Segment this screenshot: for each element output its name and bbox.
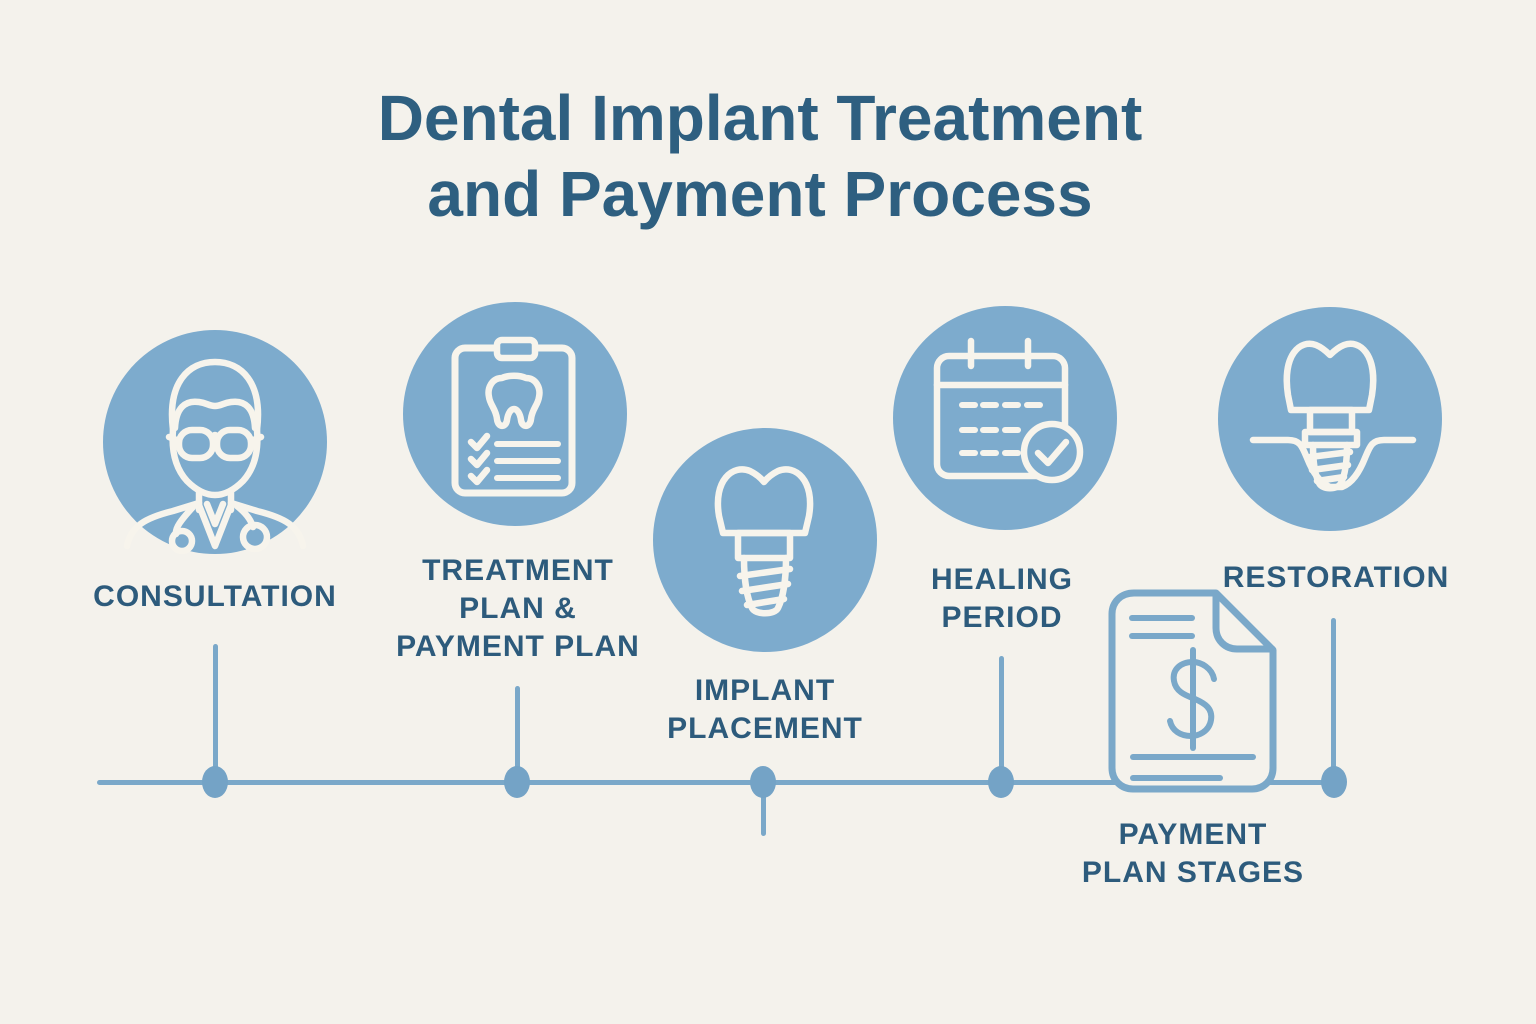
- step-circle-restoration: [1218, 307, 1442, 531]
- doctor-icon: [123, 358, 307, 554]
- step-circle-treatment-plan: [403, 302, 627, 526]
- connector-restoration: [1331, 618, 1336, 781]
- timeline-dot-treatment-plan: [504, 766, 530, 798]
- connector-treatment-plan: [515, 686, 520, 781]
- step-label-healing-period: HEALING PERIOD: [931, 563, 1073, 634]
- timeline-dot-healing-period: [988, 766, 1014, 798]
- timeline-line: [97, 780, 1335, 785]
- calendar-check-icon: [933, 337, 1084, 484]
- step-circle-consultation: [103, 330, 327, 554]
- page-title-line-2: and Payment Process: [427, 158, 1093, 230]
- page-title: Dental Implant Treatment and Payment Pro…: [0, 80, 1520, 232]
- step-circle-implant-placement: [653, 428, 877, 652]
- timeline-dot-implant-placement: [750, 766, 776, 798]
- step-label-restoration: RESTORATION: [1222, 561, 1450, 594]
- step-circle-healing-period: [893, 306, 1117, 530]
- step-label-consultation: CONSULTATION: [93, 580, 337, 613]
- clipboard-tooth-checklist-icon: [451, 336, 576, 497]
- implant-restoration-icon: [1249, 340, 1417, 492]
- connector-healing-period: [999, 656, 1004, 781]
- timeline-dot-consultation: [202, 766, 228, 798]
- page-title-line-1: Dental Implant Treatment: [377, 82, 1143, 154]
- step-label-payment-plan-stages: PAYMENT PLAN STAGES: [1081, 818, 1305, 889]
- step-label-implant-placement: IMPLANT PLACEMENT: [667, 674, 863, 745]
- connector-implant-placement: [761, 786, 766, 836]
- dollar-document-icon: [1108, 589, 1277, 793]
- step-label-treatment-plan: TREATMENT PLAN & PAYMENT PLAN: [396, 554, 640, 663]
- connector-consultation: [213, 644, 218, 781]
- timeline-dot-restoration: [1321, 766, 1347, 798]
- dental-implant-icon: [714, 466, 814, 617]
